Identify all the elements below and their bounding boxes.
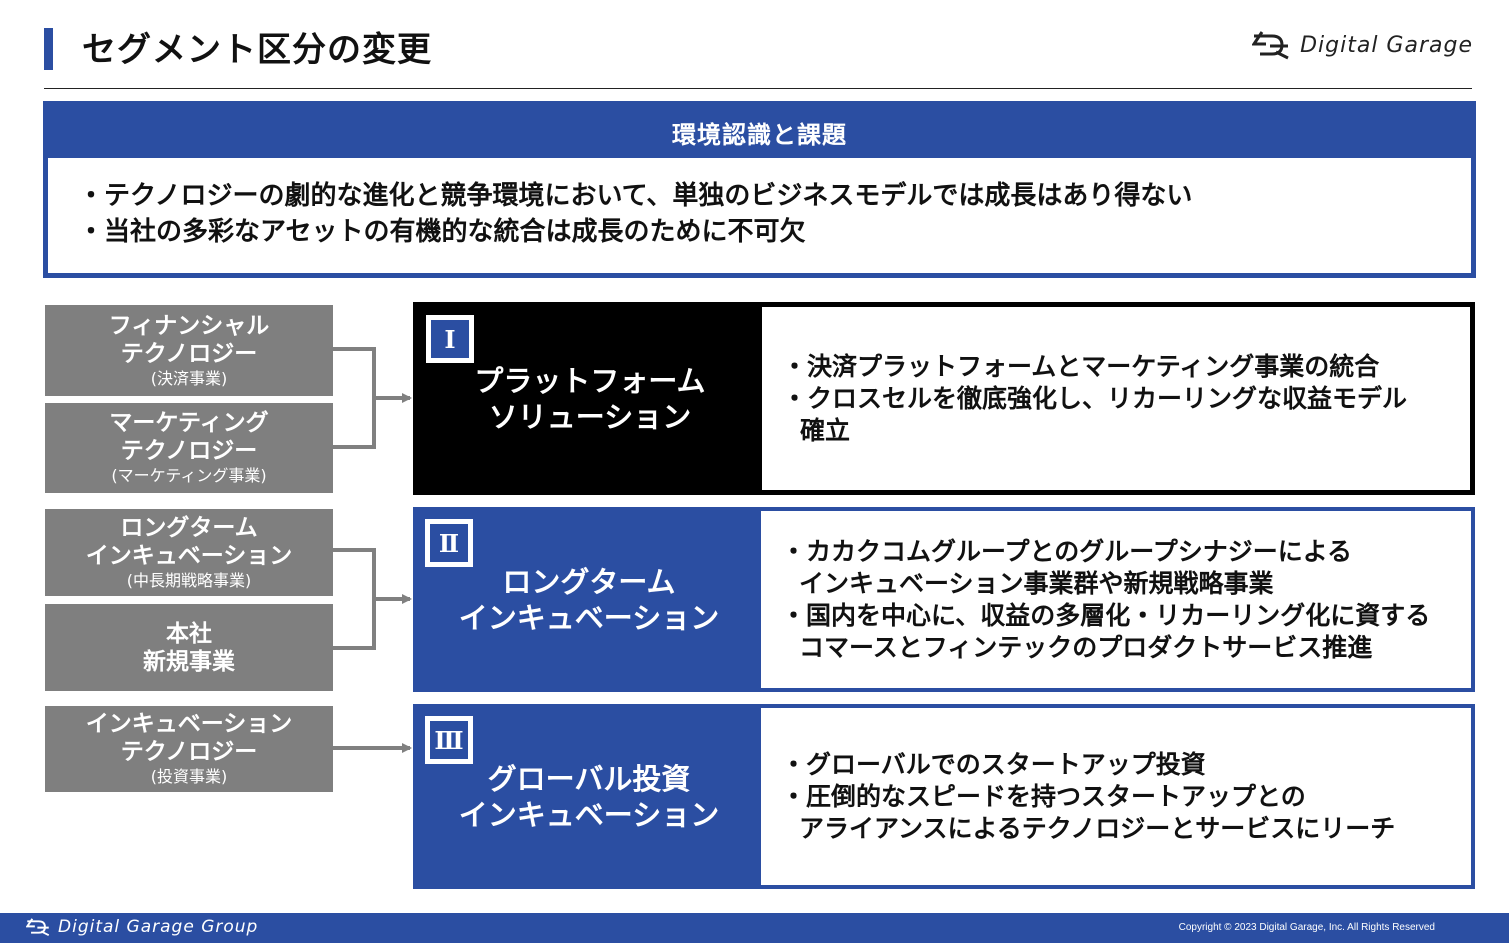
source-title: ロングターム (120, 514, 258, 541)
footer-logo-text: Digital Garage Group (58, 917, 259, 937)
segment-description: ・グローバルでのスタートアップ投資 ・圧倒的なスピードを持つスタートアップとの … (761, 708, 1471, 885)
segment-bullet: ・国内を中心に、収益の多層化・リカーリング化に資する (781, 600, 1431, 630)
header-divider (44, 88, 1472, 89)
segment-panel-platform-solution: Ⅰ プラットフォーム ソリューション ・決済プラットフォームとマーケティング事業… (413, 302, 1475, 495)
source-subtitle: (投資事業) (150, 767, 228, 786)
environment-box: 環境認識と課題 ・テクノロジーの劇的な進化と競争環境において、単独のビジネスモデ… (43, 101, 1476, 278)
source-title: テクノロジー (120, 739, 258, 765)
segment-title-block: Ⅰ プラットフォーム ソリューション (418, 307, 762, 490)
copyright-text: Copyright © 2023 Digital Garage, Inc. Al… (1178, 922, 1435, 933)
source-title: インキュベーション (85, 711, 293, 737)
segment-name: ロングターム (502, 564, 676, 599)
page-title: セグメント区分の変更 (82, 30, 432, 70)
segment-name: インキュベーション (458, 797, 720, 832)
segment-description: ・カカクコムグループとのグループシナジーによる インキュベーション事業群や新規戦… (761, 511, 1471, 688)
brand-logo: Digital Garage (1252, 30, 1473, 60)
segment-number-badge: Ⅱ (425, 519, 473, 567)
source-title: 本社 (166, 620, 212, 647)
segment-bullet: ・圧倒的なスピードを持つスタートアップとの (781, 781, 1306, 811)
segment-bullet: コマースとフィンテックのプロダクトサービス推進 (799, 632, 1373, 662)
dg-logo-icon (1252, 31, 1289, 60)
segment-bullet: ・決済プラットフォームとマーケティング事業の統合 (782, 351, 1380, 381)
source-subtitle: (マーケティング事業) (111, 466, 267, 485)
connector-group-1 (333, 347, 412, 449)
segment-number-badge: Ⅲ (425, 716, 473, 764)
source-title: マーケティング (109, 410, 269, 436)
segment-name: インキュベーション (458, 600, 720, 635)
environment-heading: 環境認識と課題 (48, 106, 1471, 158)
source-box-incubation-technology: インキュベーション テクノロジー (投資事業) (45, 706, 333, 792)
connector-group-2 (333, 548, 412, 650)
segment-bullet: ・グローバルでのスタートアップ投資 (781, 749, 1206, 779)
footer-logo: Digital Garage Group (26, 917, 258, 937)
logo-text: Digital Garage (1300, 32, 1473, 58)
segment-title-block: Ⅱ ロングターム インキュベーション (417, 511, 761, 688)
title-accent-bar (44, 28, 53, 70)
segment-panel-long-term-incubation: Ⅱ ロングターム インキュベーション ・カカクコムグループとのグループシナジーに… (413, 507, 1475, 692)
segment-description: ・決済プラットフォームとマーケティング事業の統合 ・クロスセルを徹底強化し、リカ… (762, 307, 1470, 490)
footer-bar: Digital Garage Group Copyright © 2023 Di… (0, 913, 1509, 943)
source-title: テクノロジー (120, 340, 258, 367)
dg-logo-icon (26, 918, 50, 937)
segment-panel-global-investment-incubation: Ⅲ グローバル投資 インキュベーション ・グローバルでのスタートアップ投資 ・圧… (413, 704, 1475, 889)
segment-numeral: Ⅱ (430, 524, 468, 562)
environment-line: ・当社の多彩なアセットの有機的な統合は成長のために不可欠 (78, 217, 806, 247)
segment-title-block: Ⅲ グローバル投資 インキュベーション (417, 708, 761, 885)
segment-name: プラットフォーム (474, 363, 706, 398)
environment-line: ・テクノロジーの劇的な進化と競争環境において、単独のビジネスモデルでは成長はあり… (78, 181, 1193, 211)
segment-name: グローバル投資 (487, 761, 691, 796)
source-subtitle: (中長期戦略事業) (126, 570, 252, 590)
segment-bullet: ・クロスセルを徹底強化し、リカーリングな収益モデル (782, 383, 1408, 413)
source-subtitle: (決済事業) (150, 368, 228, 388)
source-title: テクノロジー (120, 438, 258, 464)
segment-bullet: 確立 (800, 415, 851, 445)
source-box-long-term-incubation: ロングターム インキュベーション (中長期戦略事業) (45, 509, 333, 596)
source-title: 新規事業 (143, 648, 235, 675)
source-title: インキュベーション (85, 542, 293, 569)
segment-bullet: インキュベーション事業群や新規戦略事業 (799, 568, 1274, 598)
segment-number-badge: Ⅰ (426, 315, 474, 363)
environment-body: ・テクノロジーの劇的な進化と競争環境において、単独のビジネスモデルでは成長はあり… (78, 178, 1461, 250)
segment-bullet: アライアンスによるテクノロジーとサービスにリーチ (799, 813, 1396, 843)
segment-numeral: Ⅰ (431, 320, 469, 358)
source-box-hq-new-business: 本社 新規事業 (45, 604, 333, 691)
source-title: フィナンシャル (108, 312, 270, 339)
source-box-financial-technology: フィナンシャル テクノロジー (決済事業) (45, 305, 333, 396)
segment-bullet: ・カカクコムグループとのグループシナジーによる (781, 536, 1353, 566)
segment-numeral: Ⅲ (430, 721, 468, 759)
source-box-marketing-technology: マーケティング テクノロジー (マーケティング事業) (45, 403, 333, 493)
segment-name: ソリューション (488, 399, 692, 434)
